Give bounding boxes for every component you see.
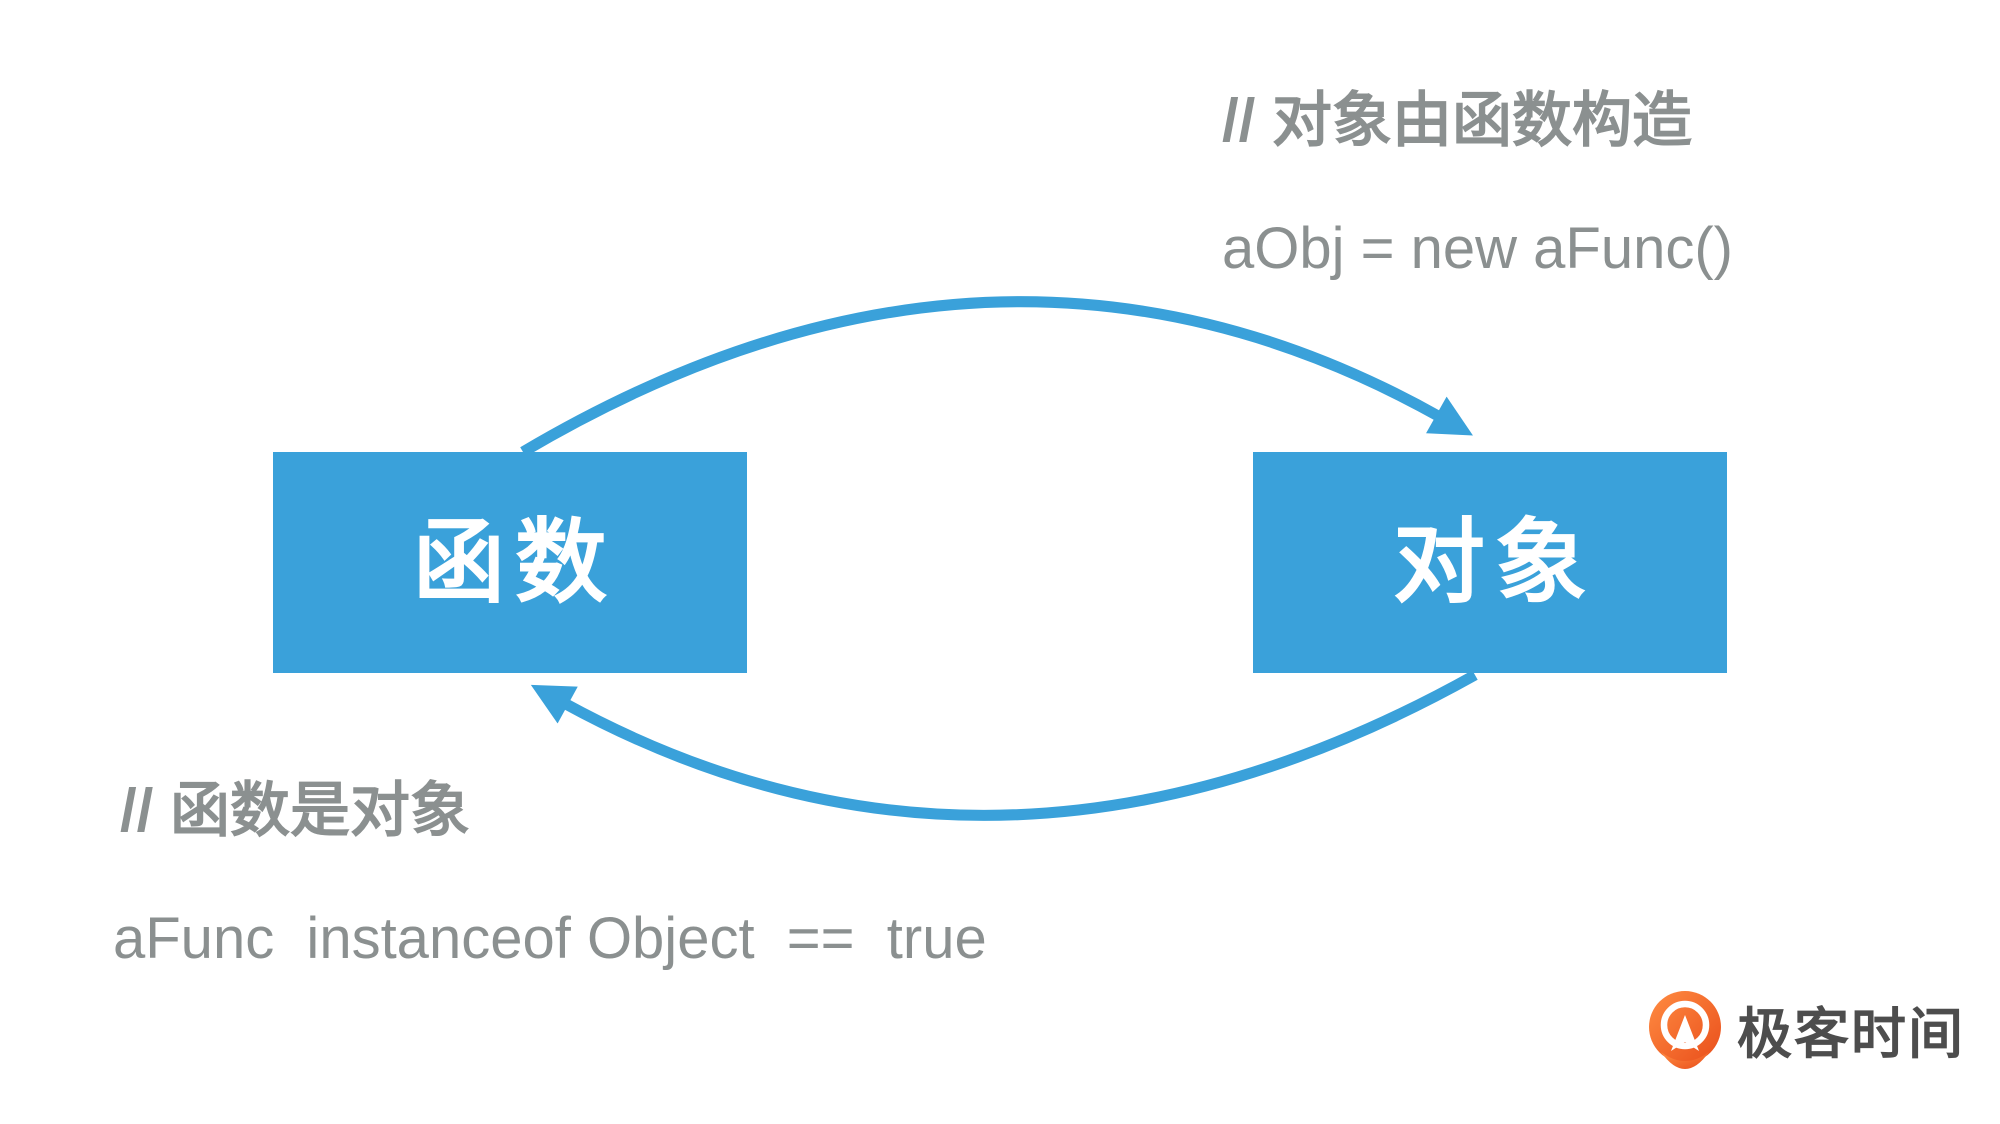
code-new-afunc: aObj = new aFunc() <box>1222 216 1733 281</box>
node-object-label: 对象 <box>1392 511 1597 614</box>
node-function: 函数 <box>273 452 747 673</box>
comment-object-constructed: // 对象由函数构造 <box>1222 87 1693 154</box>
comment-function-is-object: // 函数是对象 <box>120 777 471 844</box>
arrow-function-to-object <box>520 296 1473 457</box>
geektime-pin-icon <box>1649 991 1721 1069</box>
node-object: 对象 <box>1253 452 1727 673</box>
brand-logo-text: 极客时间 <box>1737 1002 1966 1065</box>
node-function-label: 函数 <box>412 511 617 614</box>
brand-logo: 极客时间 <box>1645 990 1965 1078</box>
arrow-object-to-function <box>530 670 1478 821</box>
code-instanceof-object: aFunc instanceof Object == true <box>113 906 987 971</box>
